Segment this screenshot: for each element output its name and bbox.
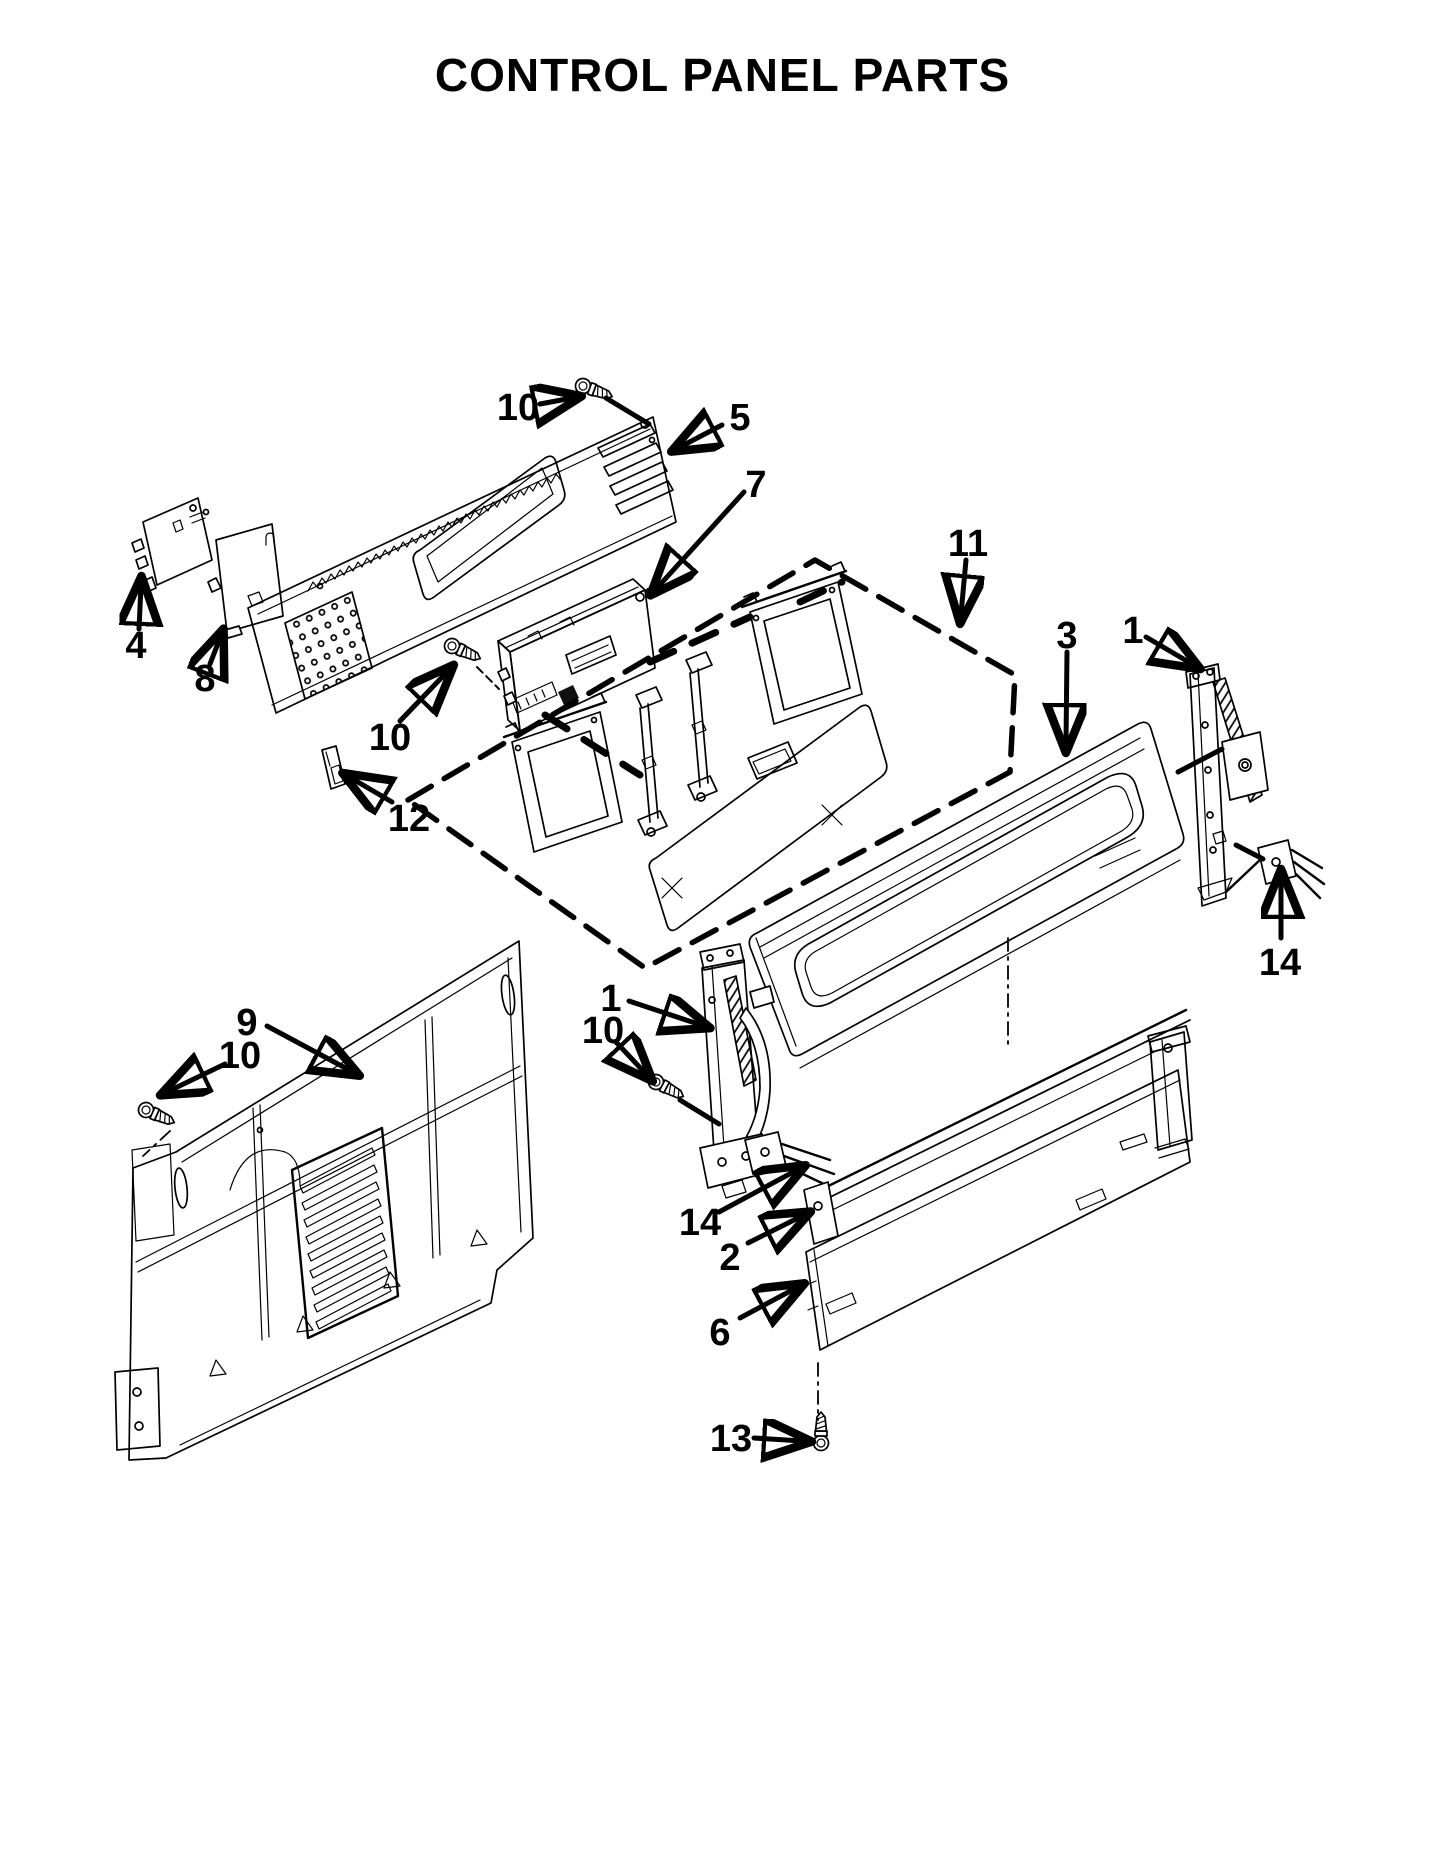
callout-10-top: 10	[497, 387, 539, 429]
part-1-end-cap-right	[1185, 663, 1269, 907]
callout-12: 12	[388, 798, 430, 840]
part-2-rail	[803, 1008, 1193, 1245]
screw-10-middle-left	[441, 635, 485, 667]
standoff-bracket-1	[635, 686, 668, 837]
callout-7: 7	[745, 464, 766, 506]
part-6-lower-panel	[805, 1069, 1191, 1351]
callout-13: 13	[710, 1418, 752, 1460]
callout-10-mid-left: 10	[369, 717, 411, 759]
callout-1-left: 1	[600, 978, 621, 1020]
part-14-terminal-left	[744, 1131, 836, 1188]
callout-14-left: 14	[679, 1202, 721, 1244]
callout-5: 5	[729, 397, 750, 439]
part-3-panel-body	[748, 721, 1185, 1069]
bracket-frame-right	[740, 561, 863, 725]
part-11-assembly-box	[405, 557, 1018, 971]
part-4-board	[131, 497, 213, 594]
bracket-frame-left	[502, 692, 623, 853]
part-7-control-board	[497, 578, 656, 732]
callout-10-center: 10	[582, 1010, 624, 1052]
standoff-bracket-2	[685, 651, 718, 802]
part-12-clip	[321, 745, 346, 790]
callout-8: 8	[194, 658, 215, 700]
callout-6: 6	[709, 1312, 730, 1354]
membrane-overlay	[648, 704, 888, 932]
callout-4: 4	[125, 625, 146, 667]
part-5-vented-panel	[247, 416, 677, 714]
leader-arrows	[139, 398, 1281, 1441]
callout-labels: 10 5 7 11 3 1 4 8 10 12 9 10 1 10 14 2 6…	[125, 387, 1301, 1460]
alignment-lines	[142, 666, 1009, 1421]
page-title: CONTROL PANEL PARTS	[434, 49, 1011, 101]
part-8-plate	[207, 523, 284, 639]
callout-9: 9	[236, 1002, 257, 1044]
callout-10-lower-left: 10	[219, 1035, 261, 1077]
screw-10-lower-left	[135, 1099, 179, 1131]
callout-2: 2	[719, 1237, 740, 1279]
part-9-spacer-panel	[114, 940, 534, 1461]
callout-3: 3	[1056, 615, 1077, 657]
callout-1-right: 1	[1122, 610, 1143, 652]
part-14-terminal-right	[1257, 839, 1326, 900]
callout-11: 11	[948, 523, 988, 565]
screw-13-bottom	[812, 1411, 830, 1452]
callout-14-right: 14	[1259, 942, 1301, 984]
